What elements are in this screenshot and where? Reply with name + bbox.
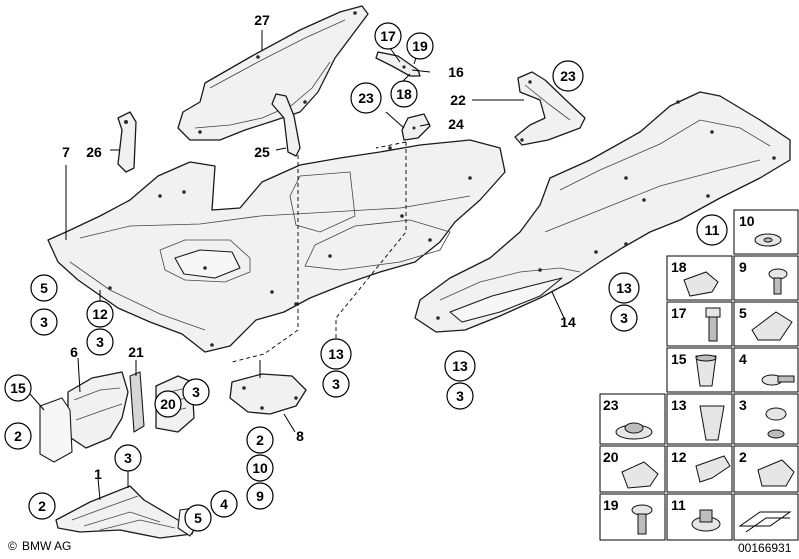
hw-cell-arrow [733,493,799,541]
part-8-plate[interactable] [229,373,307,415]
part-22-bracket[interactable] [514,71,586,146]
part-21-seal[interactable] [129,371,145,433]
callout-21: 21 [128,344,144,360]
callout-3-b: 3 [96,334,104,350]
callout-11: 11 [705,222,720,238]
callout-2-b: 2 [256,432,264,448]
diagram-number: 00166931 [738,541,792,555]
callout-5-b: 5 [194,510,202,526]
part-17-bracket[interactable] [375,51,421,77]
callout-8: 8 [296,428,304,444]
hw-cell-3 [733,393,799,445]
part-24-bracket[interactable] [401,113,431,141]
part-7-underbody-panel[interactable] [47,139,506,353]
callout-23-right: 23 [560,68,576,84]
hw-cell-10 [733,209,799,255]
hw-label-3: 3 [739,397,747,413]
plastic-nut-icon [699,405,725,441]
callout-19: 19 [412,38,428,54]
part-27-cover[interactable] [177,5,369,141]
part-25-strut[interactable] [271,93,301,157]
copyright-symbol: © [8,539,17,553]
callout-7: 7 [62,144,70,160]
hw-label-10: 10 [739,213,755,229]
hw-label-5: 5 [739,305,747,321]
callout-3-f: 3 [620,310,628,326]
hw-label-4: 4 [739,351,747,367]
hw-label-23: 23 [603,397,619,413]
hw-label-11: 11 [671,497,686,513]
hw-label-12: 12 [671,449,687,465]
callout-27: 27 [254,12,270,28]
hw-label-9: 9 [739,259,747,275]
callout-15: 15 [10,380,26,396]
callout-3-e: 3 [332,376,340,392]
hw-label-13: 13 [671,397,687,413]
push-pin-icon [695,455,731,483]
callout-2-left: 2 [14,428,22,444]
part-1-front-panel[interactable] [55,485,197,539]
leader-lines [29,30,566,501]
hw-label-19: 19 [603,497,619,513]
hw-label-17: 17 [671,305,687,321]
hardware-grid: 10 18 9 17 5 15 4 23 13 [599,209,799,541]
bolt-head-icon [705,307,721,318]
hw-label-2: 2 [739,449,747,465]
callout-1: 1 [94,466,102,482]
hw-label-18: 18 [671,259,687,275]
callout-6: 6 [70,344,78,360]
hw-cell-4 [733,347,799,393]
hw-label-20: 20 [603,449,619,465]
callout-16: 16 [448,64,464,80]
callout-23-left: 23 [358,90,374,106]
clip-icon [621,461,659,489]
callout-13-a: 13 [328,346,344,362]
callout-26: 26 [86,144,102,160]
part-6-air-duct[interactable] [67,371,129,449]
hw-cell-17 [666,301,733,347]
clip-nut-icon [683,271,719,297]
footer: © BMW AG 00166931 [8,539,792,555]
callout-18: 18 [396,86,412,102]
part-15-duct-frame[interactable] [39,397,73,463]
hw-cell-19 [599,493,666,541]
callout-3-d: 3 [124,450,132,466]
callout-22: 22 [450,92,466,108]
part-26-bracket[interactable] [117,111,137,173]
hw-cell-9 [733,255,799,301]
brand-label: BMW AG [22,539,71,553]
callout-24: 24 [448,116,464,132]
hex-screw-icon [765,407,787,421]
callout-3-g: 3 [456,388,464,404]
callout-3-left: 3 [40,314,48,330]
spring-clip-icon [751,311,793,341]
callout-10: 10 [252,460,268,476]
callout-5-left: 5 [40,280,48,296]
part-14-underbody-panel[interactable] [414,91,791,333]
callout-20: 20 [160,396,176,412]
callout-13-c: 13 [452,358,468,374]
callout-12: 12 [92,306,108,322]
callout-2-c: 2 [38,498,46,514]
callout-9: 9 [256,488,264,504]
nut-clip-icon [757,459,795,487]
callout-3-c: 3 [192,384,200,400]
callout-17: 17 [380,28,396,44]
callouts: 27 17 19 16 18 23 22 23 24 25 7 26 5 3 1… [4,12,728,532]
callout-4: 4 [220,496,228,512]
callout-13-b: 13 [616,280,632,296]
callout-25: 25 [254,144,270,160]
callout-14: 14 [560,314,576,330]
hw-label-15: 15 [671,351,687,367]
